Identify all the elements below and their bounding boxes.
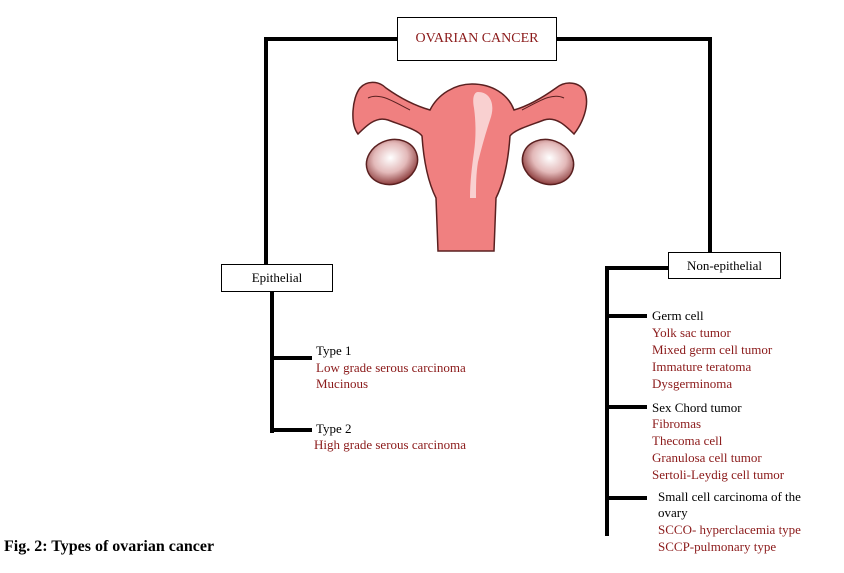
small-cell-heading-line2: ovary — [658, 505, 688, 520]
germ-cell-item: Dysgerminoma — [652, 376, 733, 391]
type1-item: Low grade serous carcinoma — [316, 360, 466, 375]
sex-chord-item: Sertoli-Leydig cell tumor — [652, 467, 785, 482]
nonepithelial-box: Non-epithelial — [668, 252, 781, 279]
nonepithelial-tick-germ — [605, 314, 647, 318]
type1-heading: Type 1 — [316, 343, 352, 358]
title-box: OVARIAN CANCER — [397, 17, 557, 61]
germ-cell-item: Mixed germ cell tumor — [652, 342, 773, 357]
type1-item: Mucinous — [316, 376, 368, 391]
germ-cell-item: Yolk sac tumor — [652, 325, 731, 340]
left-ovary — [365, 138, 419, 186]
connector-top-right — [556, 37, 712, 41]
epithelial-box: Epithelial — [221, 264, 333, 292]
connector-top-left — [264, 37, 398, 41]
connector-right-vertical — [708, 37, 712, 255]
type2-heading: Type 2 — [316, 421, 352, 436]
small-cell-item: SCCP-pulmonary type — [658, 539, 777, 554]
epithelial-tick-type2 — [270, 428, 312, 432]
sex-chord-item: Thecoma cell — [652, 433, 723, 448]
type2-item: High grade serous carcinoma — [314, 437, 466, 452]
nonepithelial-tick-small — [605, 496, 647, 500]
nonepithelial-tick-sex — [605, 405, 647, 409]
right-ovary — [521, 138, 575, 186]
sex-chord-item: Fibromas — [652, 416, 702, 431]
nonepithelial-connector — [605, 266, 669, 270]
nonepithelial-spine — [605, 266, 609, 536]
germ-cell-heading: Germ cell — [652, 308, 704, 323]
uterus-illustration — [352, 81, 588, 252]
sex-chord-heading: Sex Chord tumor — [652, 400, 742, 415]
uterus-body — [352, 81, 588, 252]
small-cell-heading: Small cell carcinoma of the — [658, 489, 801, 504]
sex-chord-item: Granulosa cell tumor — [652, 450, 762, 465]
uterus-cavity — [470, 92, 493, 198]
germ-cell-item: Immature teratoma — [652, 359, 752, 374]
figure-caption: Fig. 2: Types of ovarian cancer — [4, 538, 215, 555]
epithelial-spine — [270, 291, 274, 433]
small-cell-item: SCCO- hyperclacemia type — [658, 522, 801, 537]
connector-left-vertical — [264, 37, 268, 265]
epithelial-tick-type1 — [270, 356, 312, 360]
